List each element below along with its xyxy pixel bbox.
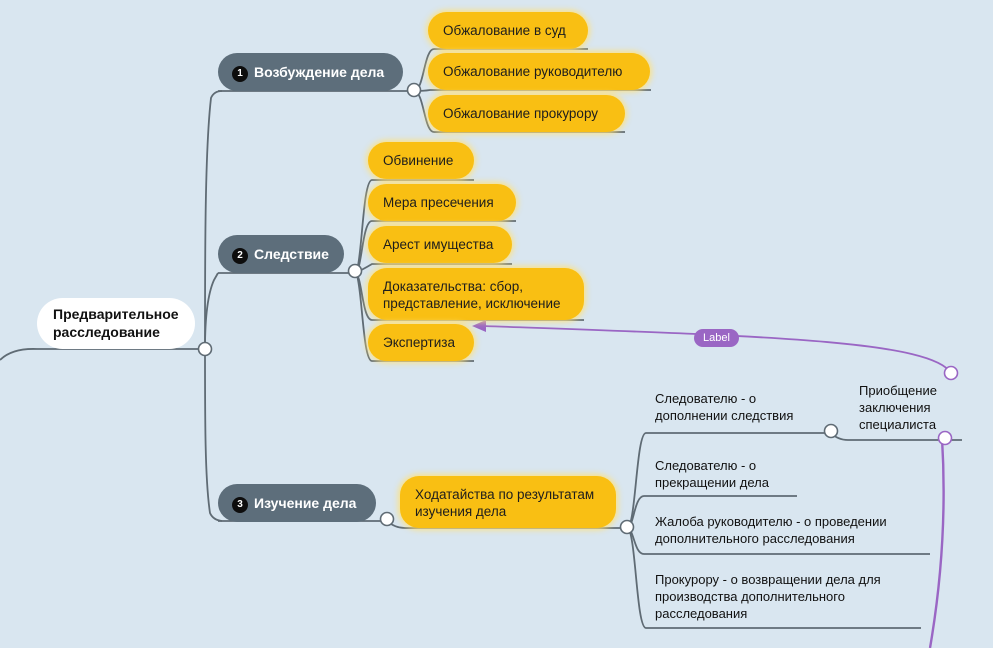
relation-curve xyxy=(483,325,952,374)
link-appeal-head xyxy=(413,89,651,92)
expertise[interactable]: Экспертиза xyxy=(368,324,474,361)
number-badge-icon: 1 xyxy=(232,66,248,82)
root-collapse-knob[interactable] xyxy=(197,341,213,357)
trunk-to-investigation xyxy=(204,272,219,350)
trunk-to-initiation xyxy=(204,90,223,350)
review-collapse-knob[interactable] xyxy=(379,511,395,527)
petition-return[interactable]: Прокурору - о возвращении дела для произ… xyxy=(655,572,881,621)
branch-investigation[interactable]: 2 Следствие xyxy=(218,235,344,273)
branch-initiation[interactable]: 1 Возбуждение дела xyxy=(218,53,403,91)
relation-label[interactable]: Label xyxy=(694,329,739,347)
evidence[interactable]: Доказательства: сбор, представление, иск… xyxy=(368,268,584,320)
petition-supplement[interactable]: Следователю - о дополнении следствия xyxy=(655,391,794,423)
property-seizure[interactable]: Арест имущества xyxy=(368,226,512,263)
specialist-collapse-knob[interactable] xyxy=(823,423,839,439)
appeal-court[interactable]: Обжалование в суд xyxy=(428,12,588,49)
branch-label: Изучение дела xyxy=(254,495,357,511)
investigation-collapse-knob[interactable] xyxy=(347,263,363,279)
number-badge-icon: 3 xyxy=(232,497,248,513)
branch-label: Возбуждение дела xyxy=(254,64,385,80)
relation-tail xyxy=(928,437,945,648)
number-badge-icon: 2 xyxy=(232,248,248,264)
preventive-measure[interactable]: Мера пресечения xyxy=(368,184,516,221)
root-underline xyxy=(0,348,205,361)
trunk-to-review xyxy=(204,348,223,522)
petitions-collapse-knob[interactable] xyxy=(619,519,635,535)
indictment[interactable]: Обвинение xyxy=(368,142,474,179)
appeal-prosecutor[interactable]: Обжалование прокурору xyxy=(428,95,625,132)
root-topic[interactable]: Предварительное расследование xyxy=(37,298,195,349)
initiation-collapse-knob[interactable] xyxy=(406,82,422,98)
relation-end-knob[interactable] xyxy=(937,430,953,446)
relation-arrow-icon xyxy=(472,320,486,332)
relation-start-knob[interactable] xyxy=(943,365,959,381)
petition-complaint[interactable]: Жалоба руководителю - о проведении допол… xyxy=(655,514,887,546)
specialist-opinion[interactable]: Приобщение заключения специалиста xyxy=(859,383,937,432)
branch-case-review[interactable]: 3 Изучение дела xyxy=(218,484,376,522)
appeal-head[interactable]: Обжалование руководителю xyxy=(428,53,650,90)
petitions-node[interactable]: Ходатайства по результатам изучения дела xyxy=(400,476,616,528)
petition-termination[interactable]: Следователю - о прекращении дела xyxy=(655,458,769,490)
branch-label: Следствие xyxy=(254,246,329,262)
